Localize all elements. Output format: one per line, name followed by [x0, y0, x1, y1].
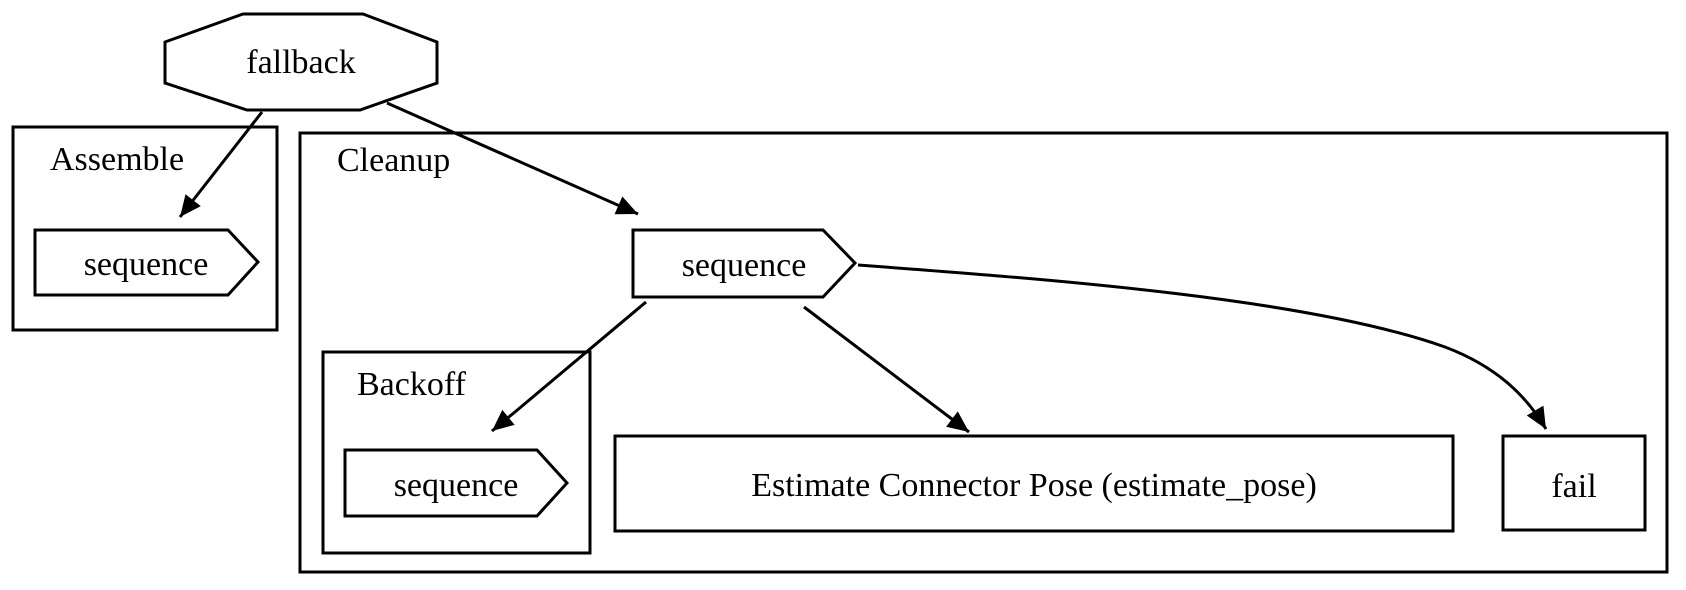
estimate-pose-node: Estimate Connector Pose (estimate_pose): [613, 434, 1455, 533]
assemble-sequence-label: sequence: [84, 246, 209, 283]
backoff-sequence-label: sequence: [394, 467, 519, 504]
backoff-cluster-box: [321, 350, 592, 555]
fallback-node: fallback: [163, 12, 439, 112]
fallback-node-label: fallback: [246, 44, 356, 81]
cleanup-cluster-label: Cleanup: [337, 142, 450, 179]
assemble-cluster: Assemble: [11, 125, 279, 332]
cleanup-cluster: Cleanup: [298, 131, 1669, 574]
cleanup-sequence-cds: [631, 228, 858, 299]
cleanup-cluster-box: [298, 131, 1669, 574]
assemble-cluster-box: [11, 125, 279, 332]
assemble-sequence-cds: [33, 228, 261, 297]
fail-node-label: fail: [1551, 468, 1596, 505]
backoff-sequence-node: sequence: [343, 448, 570, 518]
edge-fallback-to-cleanup-sequence: [386, 101, 639, 216]
cleanup-sequence-node: sequence: [631, 228, 858, 299]
edge-cleanup-sequence-to-estimate-pose: [803, 305, 970, 434]
fail-node: fail: [1501, 434, 1647, 532]
edge-cleanup-sequence-to-backoff-sequence: [491, 300, 647, 433]
fallback-octagon: [163, 12, 439, 112]
estimate-pose-box: [613, 434, 1455, 533]
assemble-sequence-node: sequence: [33, 228, 261, 297]
backoff-cluster-label: Backoff: [357, 366, 467, 403]
backoff-sequence-cds: [343, 448, 570, 518]
cleanup-sequence-label: sequence: [682, 247, 807, 284]
backoff-cluster: Backoff: [321, 350, 592, 555]
edge-cleanup-sequence-to-fail: [857, 263, 1548, 430]
estimate-pose-label: Estimate Connector Pose (estimate_pose): [751, 467, 1317, 504]
fail-box: [1501, 434, 1647, 532]
edge-fallback-to-assemble-sequence: [178, 111, 264, 218]
assemble-cluster-label: Assemble: [50, 141, 184, 178]
